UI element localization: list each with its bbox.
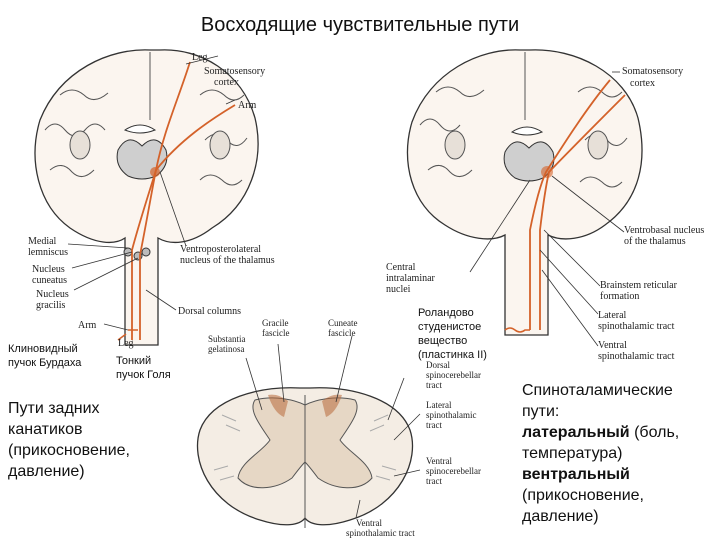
label-arm: Arm xyxy=(238,100,257,111)
label-ventrobasal-2: of the thalamus xyxy=(624,236,686,247)
label-vst-1: Ventral xyxy=(356,518,382,528)
label-ventrobasal-1: Ventrobasal nucleus xyxy=(624,225,704,236)
label-vpl-2: nucleus of the thalamus xyxy=(180,255,275,266)
label-gracile-1: Gracile xyxy=(262,318,288,328)
label-medial: Medial xyxy=(28,236,57,247)
label-st-5-line: вентральный xyxy=(522,464,679,485)
label-nucleus-cuneatus-2: cuneatus xyxy=(32,275,67,286)
label-somatosensory: Somatosensory xyxy=(204,66,265,77)
label-st-1: Спиноталамические xyxy=(522,382,673,399)
label-vsc-1: Ventral xyxy=(426,456,452,466)
label-burdach: Клиновидный пучок Бурдаха xyxy=(8,342,81,370)
label-rolando-2: студенистое xyxy=(418,321,482,333)
label-rolando-4: (пластинка II) xyxy=(418,349,487,361)
label-st-lateral: латеральный xyxy=(522,424,630,441)
label-rolando-3: вещество xyxy=(418,335,468,347)
label-vsc-3: tract xyxy=(426,476,442,486)
label-st-2: пути: xyxy=(522,403,560,420)
label-dsc-3: tract xyxy=(426,380,442,390)
label-substantia-2: gelatinosa xyxy=(208,344,245,354)
label-vst-2: spinothalamic tract xyxy=(346,528,415,538)
label-dsc-1: Dorsal xyxy=(426,360,450,370)
label-cortex: cortex xyxy=(214,77,239,88)
label-spinothalamic: Спиноталамические пути: латеральный (бол… xyxy=(522,380,679,527)
label-dorsal-paths-4: давление) xyxy=(8,463,85,480)
label-dorsal-paths: Пути задних канатиков (прикосновение, да… xyxy=(8,398,130,482)
label-somatosensory-right: Somatosensory xyxy=(622,66,683,77)
label-brainstem-reticular-2: formation xyxy=(600,291,639,302)
label-ventral-st-2: spinothalamic tract xyxy=(598,351,675,362)
label-st-3-line: латеральный (боль, xyxy=(522,422,679,443)
label-goll: Тонкий пучок Голя xyxy=(116,354,171,382)
right-brain-section xyxy=(406,49,643,336)
label-leg: Leg xyxy=(192,52,208,63)
label-dorsal-paths-3: (прикосновение, xyxy=(8,442,130,459)
label-brainstem-reticular-1: Brainstem reticular xyxy=(600,280,678,291)
left-brain-outline xyxy=(34,49,259,346)
label-dsc-2: spinocerebellar xyxy=(426,370,481,380)
label-gracile-2: fascicle xyxy=(262,328,289,338)
label-ventral-st-1: Ventral xyxy=(598,340,627,351)
label-intralaminar: intralaminar xyxy=(386,273,436,284)
label-burdach-1: Клиновидный xyxy=(8,343,78,355)
label-burdach-2: пучок Бурдаха xyxy=(8,357,82,369)
label-cuneate-1: Cuneate xyxy=(328,318,358,328)
label-cuneate-2: fascicle xyxy=(328,328,355,338)
label-substantia-1: Substantia xyxy=(208,334,246,344)
label-leg-lower: Leg xyxy=(118,338,134,349)
label-rolando: Роландово студенистое вещество (пластинк… xyxy=(418,306,487,362)
label-goll-1: Тонкий xyxy=(116,355,152,367)
label-lemniscus: lemniscus xyxy=(28,247,68,258)
label-st-7: давление) xyxy=(522,508,599,525)
label-lateral-st-2: spinothalamic tract xyxy=(598,321,675,332)
label-dorsal-paths-1: Пути задних xyxy=(8,400,100,417)
right-brain-outline xyxy=(406,49,643,336)
label-dorsal-columns: Dorsal columns xyxy=(178,306,241,317)
label-st-4: температура) xyxy=(522,445,623,462)
page-title: Восходящие чувствительные пути xyxy=(200,14,520,36)
label-cortex-right: cortex xyxy=(630,78,655,89)
label-rolando-1: Роландово xyxy=(418,307,474,319)
label-st-3b: (боль, xyxy=(629,424,680,441)
left-brain-section xyxy=(34,49,259,346)
label-st-6: (прикосновение, xyxy=(522,487,644,504)
label-st-ventral: вентральный xyxy=(522,466,630,483)
label-nucleus-gracilis-1: Nucleus xyxy=(36,289,69,300)
label-vsc-2: spinocerebellar xyxy=(426,466,481,476)
label-goll-2: пучок Голя xyxy=(116,369,171,381)
label-arm-lower: Arm xyxy=(78,320,97,331)
label-central: Central xyxy=(386,262,416,273)
spinal-cord-section xyxy=(196,387,414,528)
label-lst-3: tract xyxy=(426,420,442,430)
label-nuclei: nuclei xyxy=(386,284,411,295)
label-vpl-1: Ventroposterolateral xyxy=(180,244,261,255)
label-lateral-st-1: Lateral xyxy=(598,310,627,321)
label-lst-2: spinothalamic xyxy=(426,410,477,420)
label-lst-1: Lateral xyxy=(426,400,452,410)
label-nucleus-gracilis-2: gracilis xyxy=(36,300,66,311)
label-dorsal-paths-2: канатиков xyxy=(8,421,83,438)
label-nucleus-cuneatus-1: Nucleus xyxy=(32,264,65,275)
